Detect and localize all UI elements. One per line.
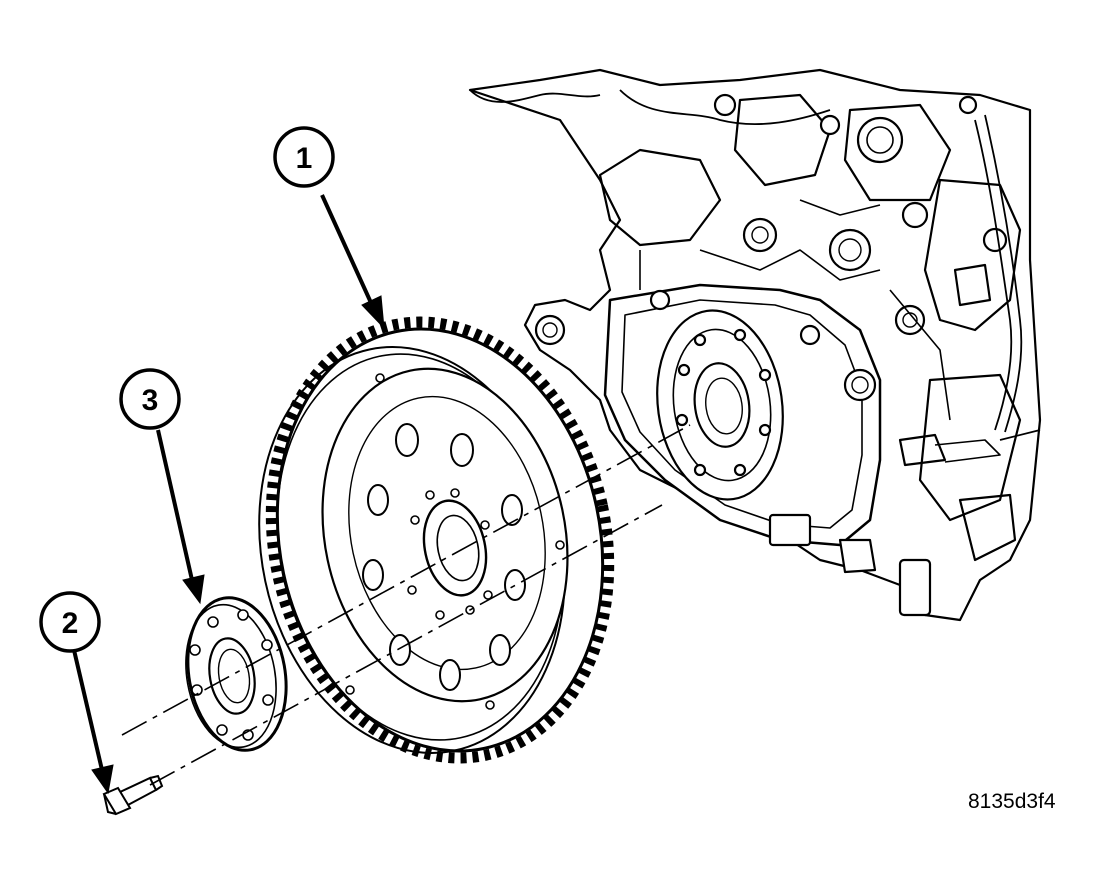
callout-leaders <box>72 194 385 795</box>
engine-block <box>468 68 1042 622</box>
alignment-centerlines <box>121 424 691 786</box>
bolt <box>102 774 164 816</box>
callout-3: 3 <box>119 368 181 430</box>
callout-1-label: 1 <box>296 142 313 175</box>
callout-2: 2 <box>39 591 101 653</box>
callout-3-label: 3 <box>142 384 159 417</box>
callout-1: 1 <box>273 126 335 188</box>
reinforcement-plate <box>185 596 288 752</box>
callout-2-label: 2 <box>62 607 79 640</box>
flywheel <box>258 316 615 764</box>
figure-code: 8135d3f4 <box>968 790 1056 813</box>
